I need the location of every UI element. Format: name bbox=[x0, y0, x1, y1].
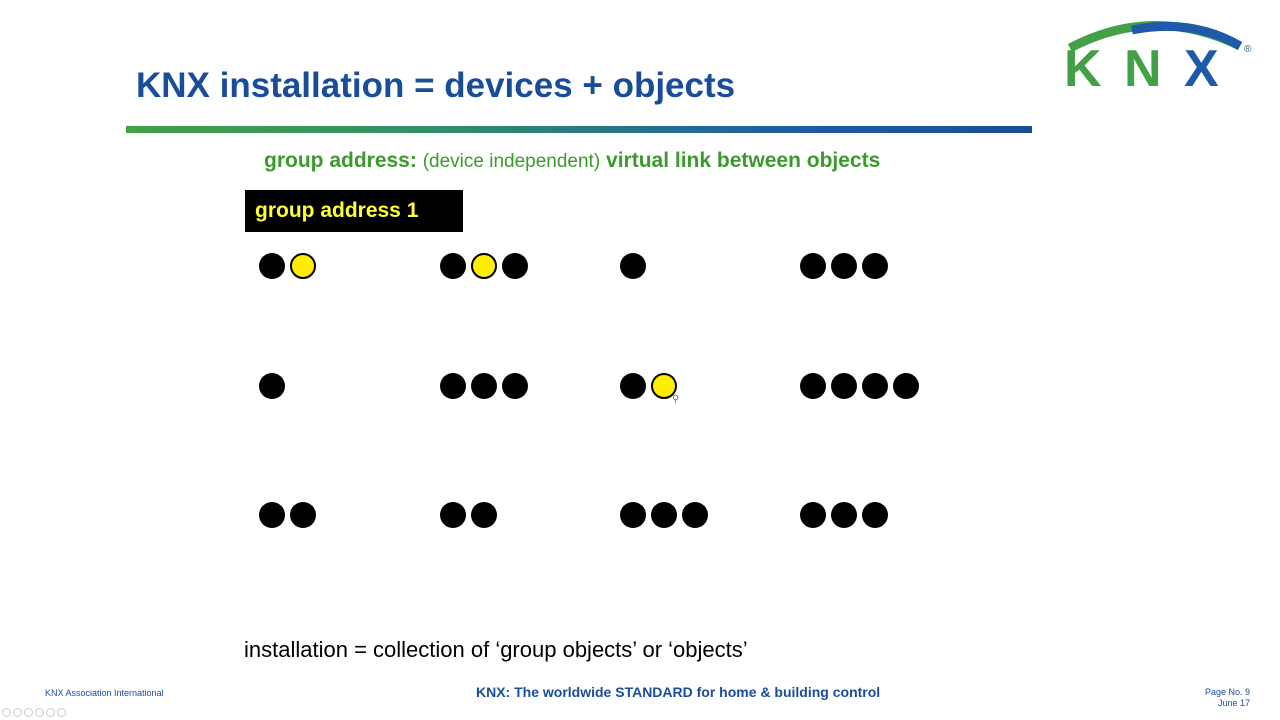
group-object bbox=[800, 253, 826, 279]
knx-logo: K N X ® bbox=[1064, 21, 1252, 92]
footer-tagline: KNX: The worldwide STANDARD for home & b… bbox=[476, 684, 881, 700]
device-r2-c2 bbox=[440, 373, 528, 399]
device-r1-c3 bbox=[620, 253, 646, 279]
slide-date: June 17 bbox=[1217, 698, 1250, 708]
group-object bbox=[893, 373, 919, 399]
group-object bbox=[862, 502, 888, 528]
installation-caption: installation = collection of ‘group obje… bbox=[244, 637, 748, 662]
group-address-label: group address 1 bbox=[245, 190, 463, 232]
group-object bbox=[800, 373, 826, 399]
footer-page-info: Page No. 9 June 17 bbox=[1205, 687, 1250, 709]
footer-organization: KNX Association International bbox=[45, 688, 164, 698]
subtitle-definition: virtual link between objects bbox=[606, 149, 881, 172]
subtitle-term: group address: bbox=[264, 149, 417, 172]
group-object bbox=[290, 502, 316, 528]
svg-text:X: X bbox=[1184, 40, 1219, 92]
device-r3-c4 bbox=[800, 502, 888, 528]
group-object bbox=[502, 253, 528, 279]
more-options-icon[interactable] bbox=[57, 708, 66, 717]
pen-tool-icon[interactable] bbox=[24, 708, 33, 717]
group-object bbox=[800, 502, 826, 528]
zoom-icon[interactable] bbox=[46, 708, 55, 717]
slide-overview-icon[interactable] bbox=[35, 708, 44, 717]
device-r1-c1 bbox=[259, 253, 316, 279]
next-slide-icon[interactable] bbox=[13, 708, 22, 717]
device-r3-c3 bbox=[620, 502, 708, 528]
svg-text:®: ® bbox=[1244, 44, 1252, 55]
group-object bbox=[831, 253, 857, 279]
group-object bbox=[471, 502, 497, 528]
device-r3-c1 bbox=[259, 502, 316, 528]
group-object bbox=[682, 502, 708, 528]
group-object bbox=[651, 502, 677, 528]
group-object bbox=[862, 373, 888, 399]
device-r2-c1 bbox=[259, 373, 285, 399]
group-object bbox=[440, 502, 466, 528]
svg-text:K: K bbox=[1064, 40, 1106, 92]
linked-group-object bbox=[651, 373, 677, 399]
group-object bbox=[502, 373, 528, 399]
group-object bbox=[259, 502, 285, 528]
svg-text:N: N bbox=[1124, 40, 1162, 92]
group-object bbox=[620, 502, 646, 528]
linked-group-object bbox=[290, 253, 316, 279]
group-object bbox=[831, 502, 857, 528]
title-divider bbox=[126, 126, 1032, 133]
group-object bbox=[440, 253, 466, 279]
group-object bbox=[259, 373, 285, 399]
group-object bbox=[831, 373, 857, 399]
linked-group-object bbox=[471, 253, 497, 279]
group-object bbox=[471, 373, 497, 399]
pointer-cursor-icon: ⚲ bbox=[672, 394, 680, 405]
device-r1-c2 bbox=[440, 253, 528, 279]
group-object bbox=[259, 253, 285, 279]
group-object bbox=[620, 253, 646, 279]
subtitle-qualifier: (device independent) bbox=[422, 151, 601, 172]
device-r2-c3 bbox=[620, 373, 677, 399]
device-r3-c2 bbox=[440, 502, 497, 528]
slide-title: KNX installation = devices + objects bbox=[136, 66, 736, 105]
slide-nav-controls[interactable] bbox=[2, 708, 66, 717]
group-object bbox=[440, 373, 466, 399]
page-number: Page No. 9 bbox=[1204, 687, 1250, 697]
device-r1-c4 bbox=[800, 253, 888, 279]
subtitle: group address: (device independent) virt… bbox=[264, 149, 880, 173]
group-object bbox=[620, 373, 646, 399]
device-r2-c4 bbox=[800, 373, 919, 399]
group-object bbox=[862, 253, 888, 279]
prev-slide-icon[interactable] bbox=[2, 708, 11, 717]
